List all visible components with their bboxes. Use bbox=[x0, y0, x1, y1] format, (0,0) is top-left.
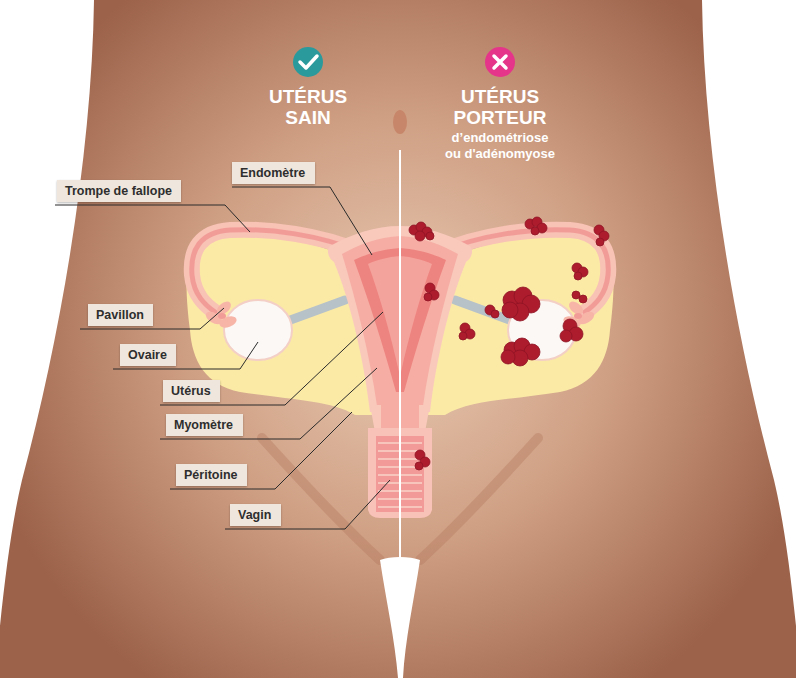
part-name: Vagin bbox=[238, 507, 273, 523]
part-name: Myomètre bbox=[174, 417, 235, 433]
leader-line bbox=[225, 480, 390, 529]
ruga bbox=[378, 498, 400, 500]
ovarian-ligament bbox=[285, 300, 345, 322]
cross-mark bbox=[494, 56, 506, 68]
navel bbox=[393, 110, 407, 134]
lesion bbox=[560, 330, 572, 342]
fimbriae bbox=[204, 299, 238, 330]
vagina-outer bbox=[368, 428, 400, 518]
divider-line bbox=[399, 150, 401, 560]
endometrium bbox=[354, 248, 400, 392]
uterus-serosa bbox=[328, 226, 400, 412]
check-mark bbox=[300, 56, 317, 68]
leader-line bbox=[170, 412, 352, 489]
lesion bbox=[579, 295, 587, 303]
cross-icon bbox=[485, 47, 515, 77]
leader-line bbox=[160, 312, 383, 405]
vaginal-rugae bbox=[378, 443, 400, 507]
lesion bbox=[426, 232, 434, 240]
part-name: Pavillon bbox=[96, 307, 145, 323]
endometriosis-lesions bbox=[409, 217, 609, 470]
ovary bbox=[224, 300, 292, 360]
myometrium bbox=[342, 236, 400, 406]
leader-line bbox=[160, 368, 377, 439]
label-box: Endomètre bbox=[232, 162, 315, 184]
heading-text: UTÉRUS SAIN bbox=[261, 86, 356, 128]
lesion bbox=[574, 272, 582, 280]
leader-line bbox=[232, 187, 372, 255]
lesion bbox=[459, 332, 467, 340]
part-name: Ovaire bbox=[128, 347, 168, 363]
part-name: Endomètre bbox=[240, 165, 307, 181]
cross-circle bbox=[485, 47, 515, 77]
vagina-inner bbox=[376, 436, 400, 512]
ruga bbox=[378, 482, 400, 484]
ruga bbox=[378, 442, 400, 444]
leader-line bbox=[113, 342, 258, 369]
lesion bbox=[596, 238, 604, 246]
check-circle bbox=[293, 47, 323, 77]
ruga bbox=[378, 474, 400, 476]
leg-gap bbox=[380, 557, 420, 678]
heading-text: d’endométriose ou d'adénomyose bbox=[443, 130, 557, 162]
uterine-cavity bbox=[368, 256, 400, 372]
lesion bbox=[415, 231, 425, 241]
mirrored-anatomy bbox=[400, 226, 614, 560]
label-box: Myomètre bbox=[166, 414, 243, 436]
ruga bbox=[378, 490, 400, 492]
label-box: Pavillon bbox=[88, 304, 153, 326]
label-box: Trompe de fallope bbox=[57, 180, 181, 202]
lesion bbox=[501, 350, 515, 364]
label-box: Péritoine bbox=[176, 464, 247, 486]
label-box: Ovaire bbox=[120, 344, 176, 366]
lesion bbox=[415, 462, 423, 470]
lesion bbox=[502, 302, 518, 318]
leader-line bbox=[55, 205, 250, 232]
ruga bbox=[378, 506, 400, 508]
fimbria bbox=[218, 313, 226, 319]
ruga bbox=[378, 450, 400, 452]
heading-text: UTÉRUS PORTEUR bbox=[440, 86, 560, 128]
part-name: Utérus bbox=[171, 383, 212, 399]
lesion bbox=[424, 293, 432, 301]
ruga bbox=[378, 466, 400, 468]
label-box: Utérus bbox=[163, 380, 220, 402]
part-name: Péritoine bbox=[184, 467, 239, 483]
groin-crease bbox=[262, 438, 380, 560]
check-icon bbox=[293, 47, 323, 77]
mirrored-half bbox=[400, 226, 614, 560]
part-name: Trompe de fallope bbox=[65, 183, 173, 199]
lesion bbox=[491, 310, 499, 318]
label-box: Vagin bbox=[230, 504, 281, 526]
leader-lines bbox=[55, 187, 390, 529]
lesion bbox=[531, 227, 539, 235]
ruga bbox=[378, 458, 400, 460]
